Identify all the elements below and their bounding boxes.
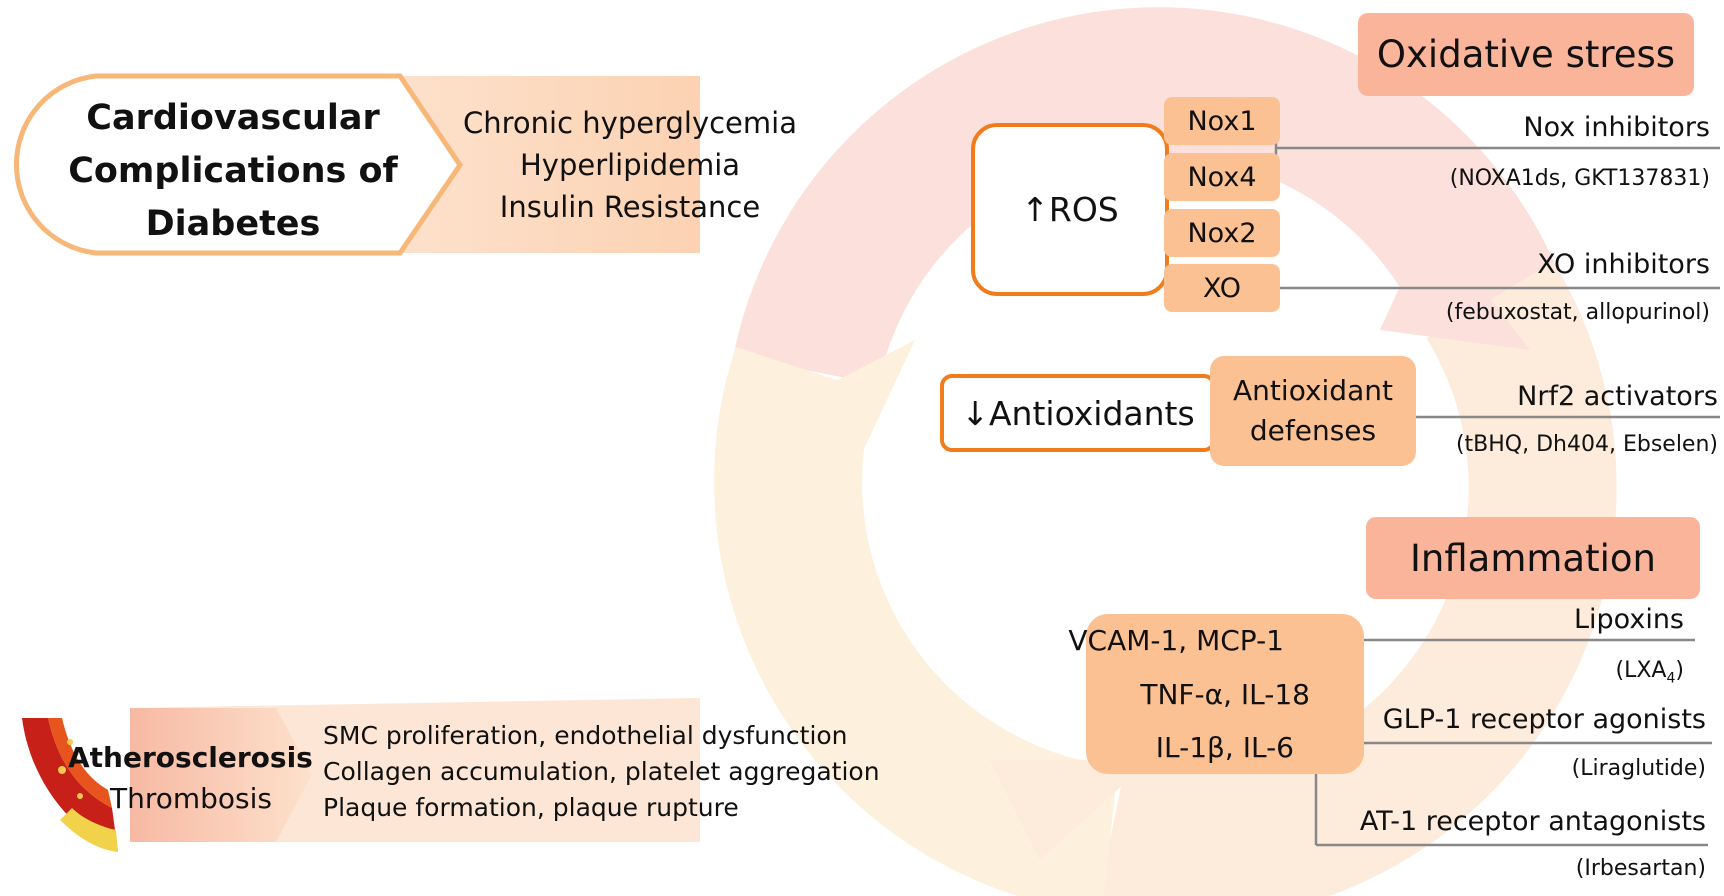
cause-item: Hyperlipidemia <box>519 148 741 182</box>
ros-box: ↑ROS <box>971 123 1169 296</box>
drug-nox-examples: (NOXA1ds, GKT137831) <box>1449 166 1710 191</box>
drug-lipoxins-examples: (LXA4) <box>1616 658 1684 686</box>
inflammation-header: Inflammation <box>1366 517 1700 599</box>
blood-vessel-icon <box>22 718 118 852</box>
cause-item: Insulin Resistance <box>499 190 761 224</box>
drug-xo-examples: (febuxostat, allopurinol) <box>1445 300 1710 325</box>
athero-effect: Collagen accumulation, platelet aggregat… <box>323 757 880 786</box>
athero-effect: Plaque formation, plaque rupture <box>323 793 739 822</box>
drug-lipoxins: Lipoxins <box>1573 604 1684 635</box>
lipoxins-subscript: 4 <box>1666 670 1676 687</box>
source-nox1: Nox1 <box>1164 97 1280 145</box>
marker-il1-il6: IL-1β, IL-6 <box>1155 731 1294 764</box>
athero-effects-list: SMC proliferation, endothelial dysfuncti… <box>323 718 880 826</box>
causes-list: Chronic hyperglycemia Hyperlipidemia Ins… <box>440 102 820 228</box>
drug-nox-inhibitors: Nox inhibitors <box>1523 112 1710 143</box>
drug-glp1-examples: (Liraglutide) <box>1571 756 1706 781</box>
antioxidant-defenses-box: Antioxidant defenses <box>1210 356 1416 466</box>
athero-effect: SMC proliferation, endothelial dysfuncti… <box>323 721 848 750</box>
defenses-line-2: defenses <box>1249 414 1377 447</box>
ring-segment-right <box>1098 261 1617 896</box>
lipoxins-suffix: ) <box>1675 658 1684 683</box>
oxidative-stress-header: Oxidative stress <box>1358 13 1694 96</box>
athero-subtitle: Thrombosis <box>110 782 273 815</box>
ring-arrowhead-left <box>780 340 915 500</box>
ring-arrowhead-bottom <box>990 760 1150 860</box>
drug-at1-antagonists: AT-1 receptor antagonists <box>1359 806 1706 837</box>
antioxidants-box: ↓Antioxidants <box>940 374 1216 452</box>
ring-segment-top <box>733 7 1559 386</box>
ring-arrowhead-right <box>1380 220 1530 350</box>
title-banner <box>13 73 464 256</box>
causes-banner <box>400 76 700 253</box>
defenses-line-1: Antioxidant <box>1233 374 1393 407</box>
title-line-3: Diabetes <box>145 204 321 244</box>
marker-vcam-mcp: VCAM-1, MCP-1 <box>1068 624 1284 657</box>
diagram-title: Cardiovascular Complications of Diabetes <box>28 92 438 251</box>
drug-nrf2-examples: (tBHQ, Dh404, Ebselen) <box>1455 432 1718 457</box>
lipoxins-prefix: (LXA <box>1615 658 1667 683</box>
drug-nrf2-activators: Nrf2 activators <box>1517 381 1718 412</box>
inflammatory-markers-box <box>1086 614 1364 774</box>
athero-arrow <box>130 708 312 842</box>
marker-tnf-il18: TNF-α, IL-18 <box>1140 678 1310 711</box>
source-nox2: Nox2 <box>1164 209 1280 257</box>
title-line-1: Cardiovascular <box>86 98 380 138</box>
athero-title: Atherosclerosis <box>68 741 313 774</box>
drug-glp1-agonists: GLP-1 receptor agonists <box>1382 704 1706 735</box>
title-line-2: Complications of <box>68 151 398 191</box>
drug-at1-examples: (Irbesartan) <box>1575 856 1706 881</box>
source-nox4: Nox4 <box>1164 153 1280 201</box>
source-xo: XO <box>1164 264 1280 312</box>
drug-xo-inhibitors: XO inhibitors <box>1537 249 1710 280</box>
ring-segment-left <box>714 347 1119 896</box>
cycle-ring <box>714 7 1617 896</box>
cause-item: Chronic hyperglycemia <box>463 106 797 140</box>
